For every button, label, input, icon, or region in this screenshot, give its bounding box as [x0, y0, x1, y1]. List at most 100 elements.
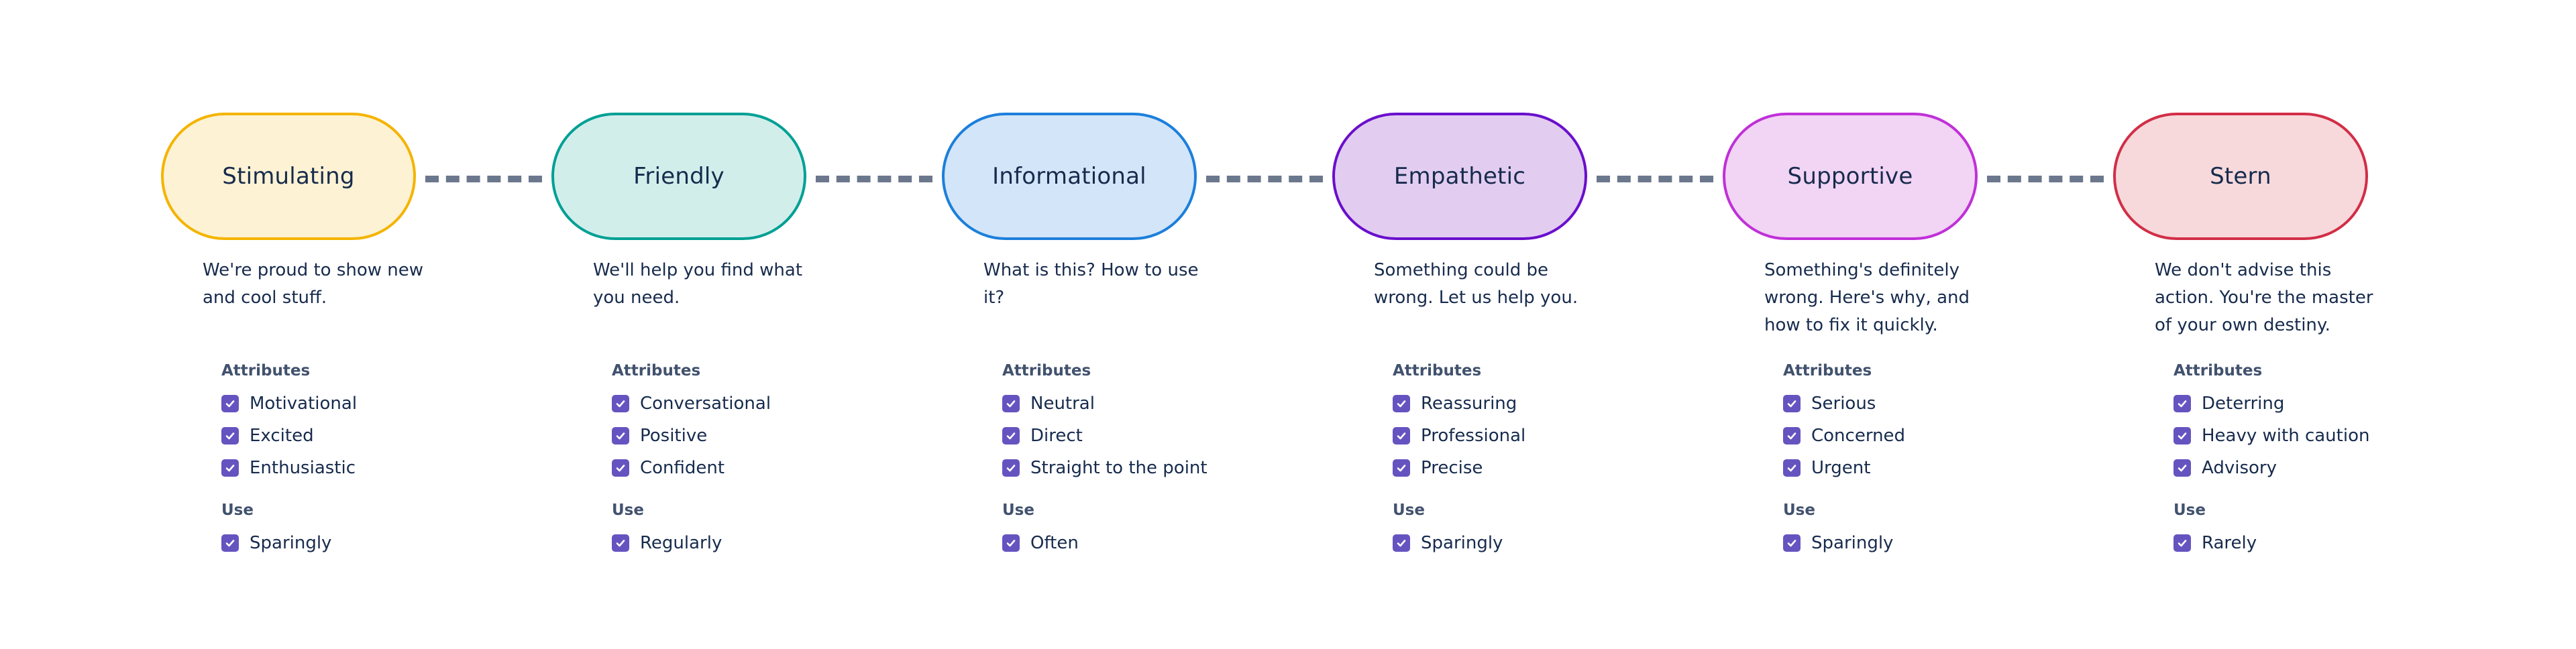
attribute-label: Serious	[1811, 394, 1876, 414]
use-item: Rarely	[2174, 527, 2257, 559]
checkbox-checked-icon[interactable]	[221, 459, 239, 477]
checkbox-checked-icon[interactable]	[221, 427, 239, 445]
checkbox-checked-icon[interactable]	[1393, 459, 1410, 477]
checkbox-checked-icon[interactable]	[1783, 395, 1801, 412]
checkbox-checked-icon[interactable]	[221, 534, 239, 552]
use-label: Sparingly	[250, 533, 332, 553]
attribute-item: Heavy with caution	[2174, 420, 2369, 452]
use-heading: Use	[2174, 501, 2206, 519]
checkbox-checked-icon[interactable]	[2174, 534, 2191, 552]
use-item: Often	[1002, 527, 1079, 559]
checkbox-checked-icon[interactable]	[1002, 427, 1020, 445]
checkbox-checked-icon[interactable]	[2174, 427, 2191, 445]
attribute-item: Advisory	[2174, 452, 2369, 484]
checkbox-checked-icon[interactable]	[1002, 534, 1020, 552]
attribute-item: Excited	[221, 420, 357, 452]
tone-pill: Empathetic	[1332, 113, 1587, 240]
use-item: Sparingly	[1393, 527, 1503, 559]
tone-pill: Supportive	[1723, 113, 1978, 240]
checkbox-checked-icon[interactable]	[1783, 427, 1801, 445]
use-label: Sparingly	[1811, 533, 1894, 553]
attributes-heading: Attributes	[1002, 362, 1091, 379]
tone-pill: Informational	[942, 113, 1197, 240]
attribute-label: Advisory	[2202, 458, 2277, 478]
attribute-label: Professional	[1421, 426, 1526, 446]
dashed-connector	[816, 176, 932, 182]
checkbox-checked-icon[interactable]	[1783, 459, 1801, 477]
attribute-item: Neutral	[1002, 388, 1208, 420]
attribute-item: Serious	[1783, 388, 1905, 420]
attribute-label: Reassuring	[1421, 394, 1517, 414]
attributes-heading: Attributes	[612, 362, 701, 379]
checkbox-checked-icon[interactable]	[1393, 395, 1410, 412]
checkbox-checked-icon[interactable]	[1002, 459, 1020, 477]
attribute-item: Urgent	[1783, 452, 1905, 484]
use-heading: Use	[1783, 501, 1815, 519]
attribute-label: Precise	[1421, 458, 1483, 478]
checkbox-checked-icon[interactable]	[221, 395, 239, 412]
checkbox-checked-icon[interactable]	[612, 459, 629, 477]
checkbox-checked-icon[interactable]	[1393, 534, 1410, 552]
attribute-item: Professional	[1393, 420, 1525, 452]
dashed-connector	[1987, 176, 2104, 182]
attribute-label: Deterring	[2202, 394, 2285, 414]
attribute-label: Positive	[640, 426, 708, 446]
use-label: Regularly	[640, 533, 722, 553]
checkbox-checked-icon[interactable]	[1002, 395, 1020, 412]
attribute-label: Neutral	[1030, 394, 1095, 414]
use-list: Rarely	[2174, 527, 2257, 559]
tone-pill: Stern	[2113, 113, 2368, 240]
checkbox-checked-icon[interactable]	[1393, 427, 1410, 445]
dashed-connector	[1597, 176, 1713, 182]
attribute-item: Direct	[1002, 420, 1208, 452]
attributes-heading: Attributes	[2174, 362, 2263, 379]
attributes-heading: Attributes	[1783, 362, 1872, 379]
use-label: Rarely	[2202, 533, 2257, 553]
use-list: Regularly	[612, 527, 722, 559]
attribute-item: Positive	[612, 420, 771, 452]
checkbox-checked-icon[interactable]	[612, 427, 629, 445]
tone-description: What is this? How to use it?	[983, 260, 1199, 308]
use-list: Sparingly	[1393, 527, 1503, 559]
checkbox-checked-icon[interactable]	[612, 534, 629, 552]
checkbox-checked-icon[interactable]	[1783, 534, 1801, 552]
attribute-item: Concerned	[1783, 420, 1905, 452]
attribute-label: Direct	[1030, 426, 1083, 446]
attribute-label: Urgent	[1811, 458, 1871, 478]
attribute-label: Heavy with caution	[2202, 426, 2370, 446]
checkbox-checked-icon[interactable]	[2174, 459, 2191, 477]
checkbox-checked-icon[interactable]	[2174, 395, 2191, 412]
tone-description: Something could be wrong. Let us help yo…	[1374, 260, 1578, 308]
use-list: Sparingly	[1783, 527, 1893, 559]
use-item: Sparingly	[1783, 527, 1893, 559]
attribute-label: Excited	[250, 426, 314, 446]
checkbox-checked-icon[interactable]	[612, 395, 629, 412]
attribute-label: Confident	[640, 458, 725, 478]
use-list: Sparingly	[221, 527, 331, 559]
use-heading: Use	[221, 501, 254, 519]
use-label: Often	[1030, 533, 1079, 553]
use-heading: Use	[612, 501, 644, 519]
attribute-label: Enthusiastic	[250, 458, 356, 478]
use-item: Regularly	[612, 527, 722, 559]
tone-description: Something's definitely wrong. Here's why…	[1764, 260, 1970, 335]
attribute-item: Precise	[1393, 452, 1525, 484]
use-item: Sparingly	[221, 527, 331, 559]
use-heading: Use	[1393, 501, 1425, 519]
attribute-label: Concerned	[1811, 426, 1906, 446]
tone-description: We'll help you find what you need.	[593, 260, 803, 308]
attribute-item: Motivational	[221, 388, 357, 420]
attributes-heading: Attributes	[1393, 362, 1482, 379]
attribute-item: Confident	[612, 452, 771, 484]
